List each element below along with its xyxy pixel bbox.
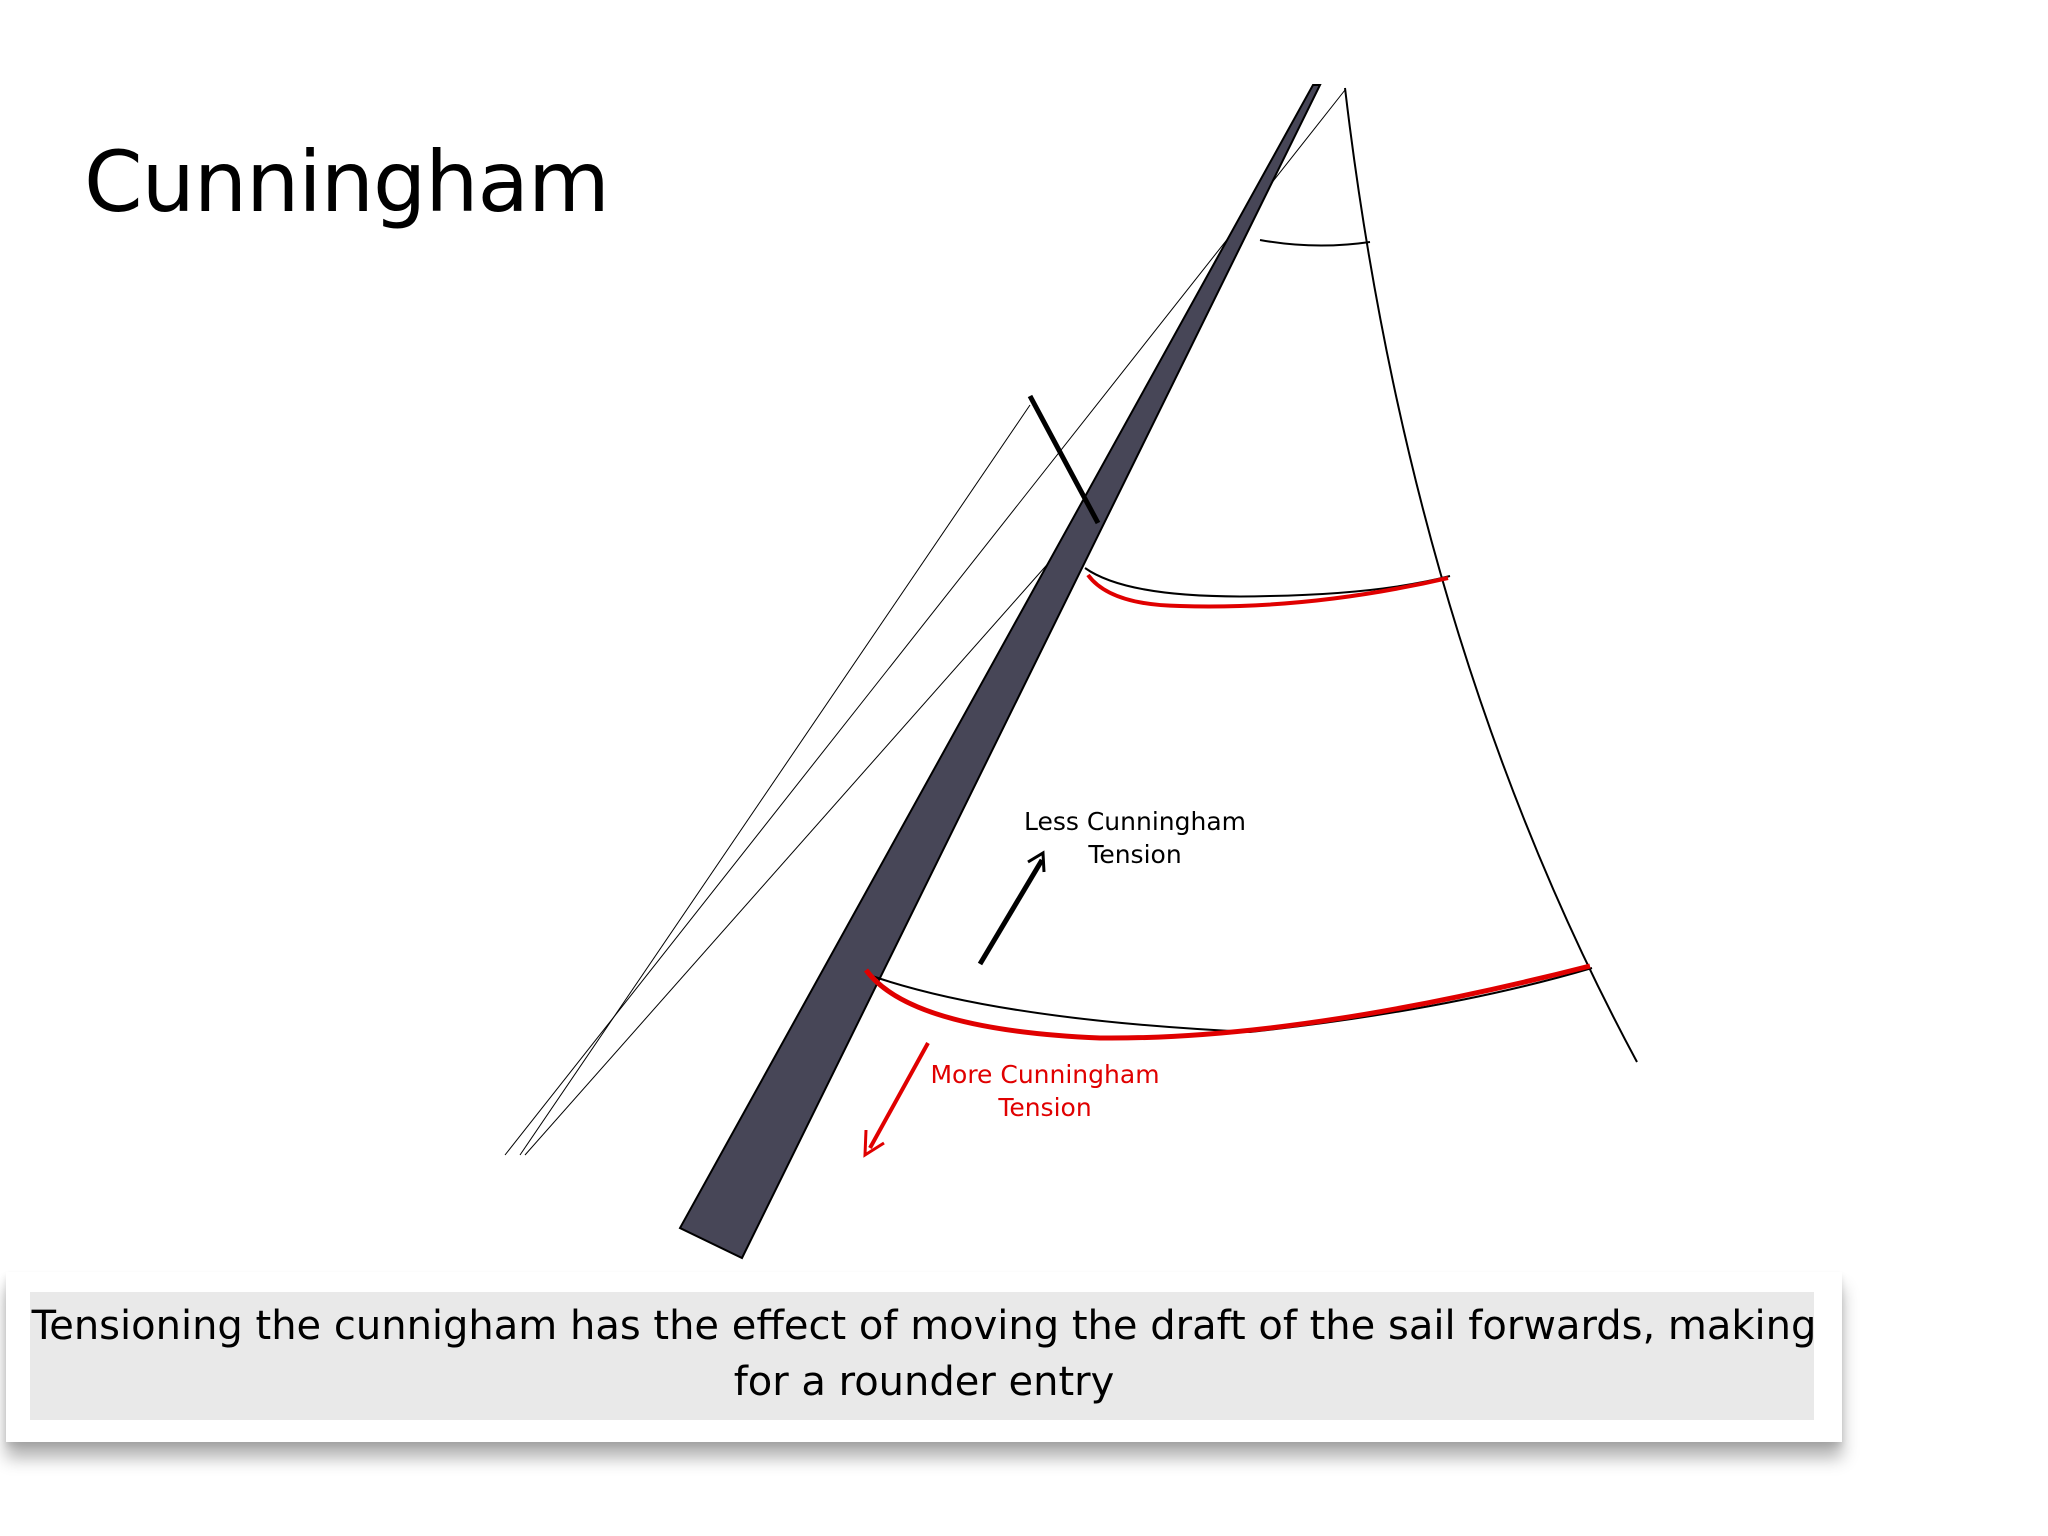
spreader xyxy=(1027,394,1101,525)
bottom-batten-reference xyxy=(871,967,1593,1034)
jib-luff-line xyxy=(519,404,1031,1156)
mast xyxy=(678,84,1322,1260)
less-tension-label-line1: Less Cunningham xyxy=(1023,807,1247,836)
caption-box: Tensioning the cunnigham has the effect … xyxy=(6,1272,1842,1442)
forestay-line xyxy=(504,89,1346,1156)
middle-batten-reference xyxy=(1084,567,1451,598)
more-tension-label: More Cunningham Tension xyxy=(885,1058,1205,1124)
middle-batten-tensioned xyxy=(1086,573,1449,609)
bottom-batten-tensioned xyxy=(863,963,1591,1041)
more-tension-label-line1: More Cunningham xyxy=(930,1060,1160,1089)
arrow-up-icon xyxy=(977,850,1046,966)
caption-background xyxy=(30,1292,1814,1420)
less-tension-label-line2: Tension xyxy=(1088,840,1182,869)
more-tension-label-line2: Tension xyxy=(998,1093,1092,1122)
less-tension-label: Less Cunningham Tension xyxy=(975,805,1295,871)
arrow-down-icon xyxy=(863,1042,930,1158)
top-batten xyxy=(1259,239,1371,247)
caption-text: Tensioning the cunnigham has the effect … xyxy=(31,1303,1817,1405)
sail-leech xyxy=(1344,87,1638,1063)
slide-title: Cunningham xyxy=(84,133,610,231)
jib-luff-line-lower xyxy=(524,549,1061,1156)
